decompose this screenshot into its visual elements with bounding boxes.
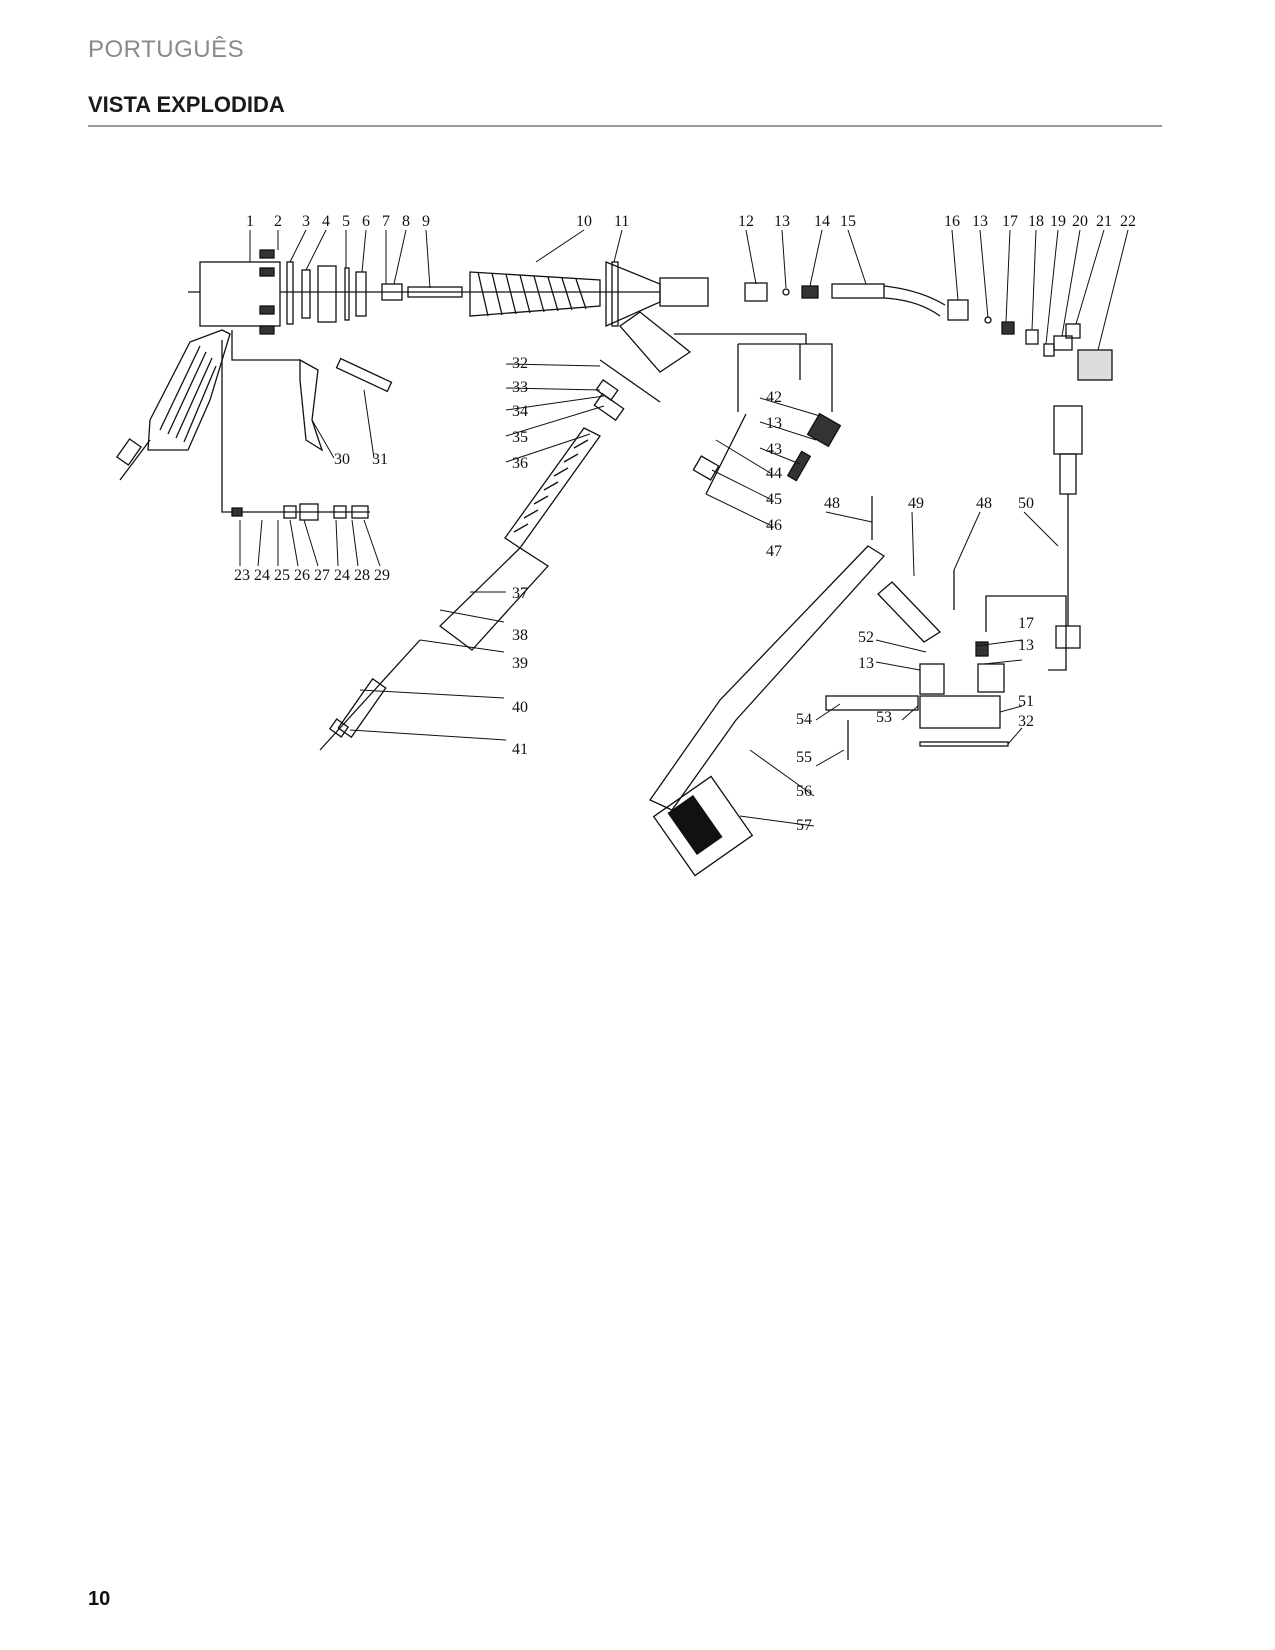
- part-number: 31: [372, 451, 388, 468]
- part-number: 22: [1120, 213, 1136, 230]
- part-number: 56: [796, 783, 812, 800]
- part-number: 38: [512, 627, 528, 644]
- part-number: 44: [766, 465, 782, 482]
- part-number: 53: [876, 709, 892, 726]
- page-title: VISTA EXPLODIDA: [88, 92, 285, 117]
- part-number: 9: [422, 213, 430, 230]
- part-number: 43: [766, 441, 782, 458]
- part-number: 48: [824, 495, 840, 512]
- part-number: 12: [738, 213, 754, 230]
- part-number: 13: [1018, 637, 1034, 654]
- part-number: 33: [512, 379, 528, 396]
- part-number: 23: [234, 567, 250, 584]
- part-number: 7: [382, 213, 390, 230]
- part-number: 57: [796, 817, 812, 834]
- language-label: PORTUGUÊS: [88, 36, 245, 63]
- part-number: 34: [512, 403, 528, 420]
- part-number: 28: [354, 567, 370, 584]
- part-number: 2: [274, 213, 282, 230]
- part-number: 11: [614, 213, 629, 230]
- part-number: 10: [576, 213, 592, 230]
- part-number: 49: [908, 495, 924, 512]
- part-number: 13: [774, 213, 790, 230]
- part-number: 24: [334, 567, 350, 584]
- part-number: 36: [512, 455, 528, 472]
- part-number: 5: [342, 213, 350, 230]
- part-number: 20: [1072, 213, 1088, 230]
- part-number: 50: [1018, 495, 1034, 512]
- part-number: 46: [766, 517, 782, 534]
- part-number: 13: [858, 655, 874, 672]
- part-number: 37: [512, 585, 528, 602]
- part-number: 6: [362, 213, 370, 230]
- part-number: 13: [972, 213, 988, 230]
- part-number: 35: [512, 429, 528, 446]
- part-number: 26: [294, 567, 310, 584]
- part-number: 3: [302, 213, 310, 230]
- part-number: 32: [1018, 713, 1034, 730]
- part-number: 14: [814, 213, 830, 230]
- part-number: 39: [512, 655, 528, 672]
- part-number: 18: [1028, 213, 1044, 230]
- part-number: 55: [796, 749, 812, 766]
- part-number: 47: [766, 543, 782, 560]
- part-number: 25: [274, 567, 290, 584]
- part-number: 32: [512, 355, 528, 372]
- page-number: 10: [88, 1588, 111, 1610]
- title-divider: [88, 125, 1162, 127]
- part-number: 52: [858, 629, 874, 646]
- part-number: 24: [254, 567, 270, 584]
- part-number: 17: [1002, 213, 1018, 230]
- part-number: 54: [796, 711, 812, 728]
- part-number: 21: [1096, 213, 1112, 230]
- part-number: 27: [314, 567, 330, 584]
- part-number: 51: [1018, 693, 1034, 710]
- part-number: 4: [322, 213, 330, 230]
- part-number: 13: [766, 415, 782, 432]
- part-number: 15: [840, 213, 856, 230]
- part-number: 45: [766, 491, 782, 508]
- part-number: 16: [944, 213, 960, 230]
- part-number: 29: [374, 567, 390, 584]
- part-number: 48: [976, 495, 992, 512]
- part-number: 17: [1018, 615, 1034, 632]
- part-number: 40: [512, 699, 528, 716]
- part-number: 8: [402, 213, 410, 230]
- part-number: 1: [246, 213, 254, 230]
- part-number: 42: [766, 389, 782, 406]
- part-number: 41: [512, 741, 528, 758]
- part-number: 19: [1050, 213, 1066, 230]
- part-number: 30: [334, 451, 350, 468]
